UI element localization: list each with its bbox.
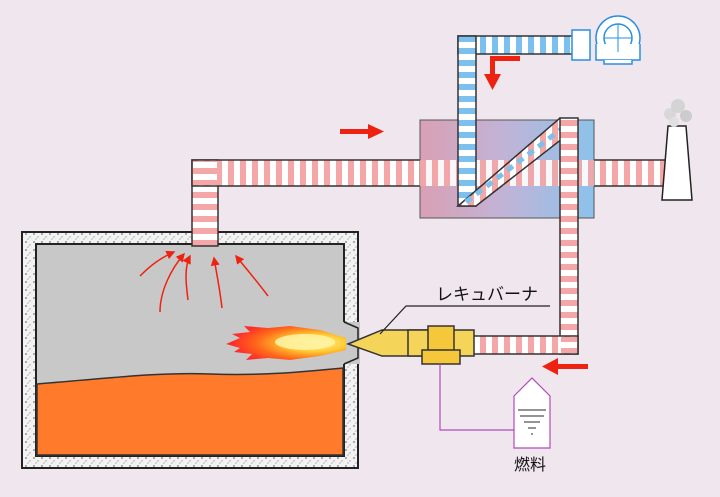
flow-arrow-icon	[235, 254, 269, 297]
flow-arrow-icon	[210, 256, 223, 309]
flow-arrow-icon	[159, 252, 185, 313]
molten-metal	[36, 367, 344, 456]
flow-arrows	[340, 56, 588, 375]
burner-label: レキュバーナ	[436, 285, 538, 305]
blower-fan-icon	[571, 15, 641, 65]
burner-leader-line	[379, 305, 550, 335]
flow-arrow-icon	[484, 56, 520, 90]
flow-arrow-icon	[139, 250, 176, 277]
fuel-label: 燃料	[514, 455, 546, 474]
flame	[226, 326, 346, 360]
flow-arrow-icon	[182, 254, 191, 301]
recuperative-burner	[345, 325, 475, 365]
flow-arrow-icon	[542, 358, 588, 375]
hot-gas-arrows	[139, 250, 269, 313]
fuel-tank-icon	[513, 377, 551, 449]
flow-arrow-icon	[340, 124, 384, 139]
chimney-icon	[661, 99, 693, 201]
fuel-line	[439, 364, 514, 431]
